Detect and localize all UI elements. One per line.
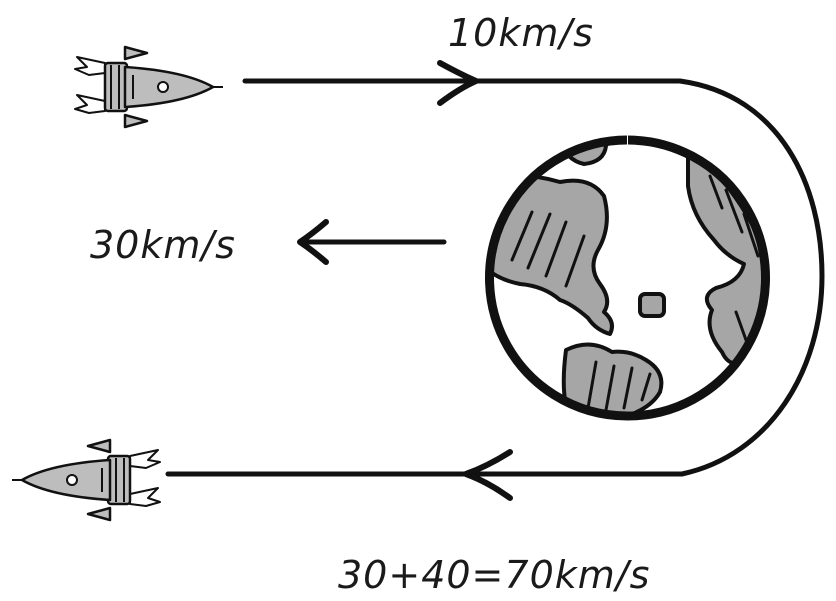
incoming-speed-label: 10km/s	[448, 11, 594, 55]
rocket-icon	[12, 438, 161, 522]
outgoing-arrowhead	[463, 449, 513, 501]
land-hatching	[510, 174, 760, 412]
planet-velocity-arrowhead	[297, 219, 329, 265]
earth-icon	[485, 135, 770, 421]
earth-outline	[485, 135, 770, 421]
land-mass-northwest	[490, 173, 614, 336]
outgoing-speed-label: 30+40=70km/s	[338, 553, 650, 597]
incoming-arrowhead	[437, 60, 479, 106]
rocket-icon	[74, 45, 223, 129]
planet-speed-label: 30km/s	[90, 223, 236, 267]
land-mass-island	[638, 292, 666, 318]
orbit-loop-path	[677, 78, 825, 477]
